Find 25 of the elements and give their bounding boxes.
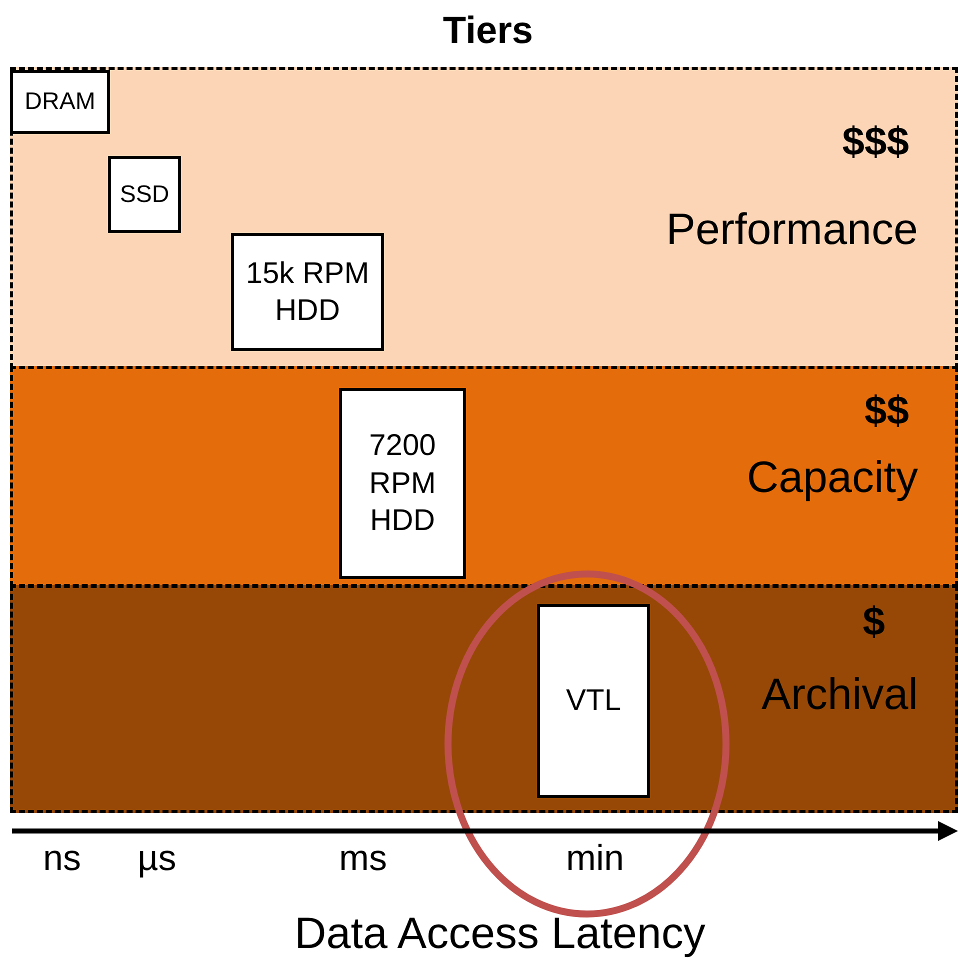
- axis-tick-label: µs: [138, 836, 176, 878]
- tier-band: [10, 366, 958, 587]
- storage-box: [108, 156, 181, 233]
- storage-box: [537, 604, 650, 798]
- tier-name: Capacity: [746, 453, 918, 503]
- device-label: DRAM: [24, 87, 96, 117]
- tier-name: Archival: [762, 670, 918, 720]
- device-label: SSD: [120, 180, 170, 210]
- tier-band: [10, 585, 958, 813]
- axis-tick-label: ns: [43, 836, 82, 878]
- tier-name: Performance: [666, 205, 918, 255]
- device-label: VTL: [566, 683, 622, 720]
- cost-label: $$$: [842, 120, 909, 165]
- cost-label: $$: [864, 389, 909, 434]
- storage-box: [10, 70, 110, 134]
- diagram-title: Tiers: [442, 10, 534, 53]
- storage-box: [231, 233, 384, 351]
- device-label: 7200 RPM HDD: [368, 428, 437, 540]
- axis-tick-label: ms: [339, 836, 387, 878]
- storage-box: [339, 388, 466, 579]
- axis-tick-label: min: [566, 836, 624, 878]
- tier-band: [10, 67, 958, 369]
- cost-label: $: [862, 600, 885, 645]
- axis-title: Data Access Latency: [294, 908, 706, 959]
- device-label: 15k RPM HDD: [244, 256, 370, 329]
